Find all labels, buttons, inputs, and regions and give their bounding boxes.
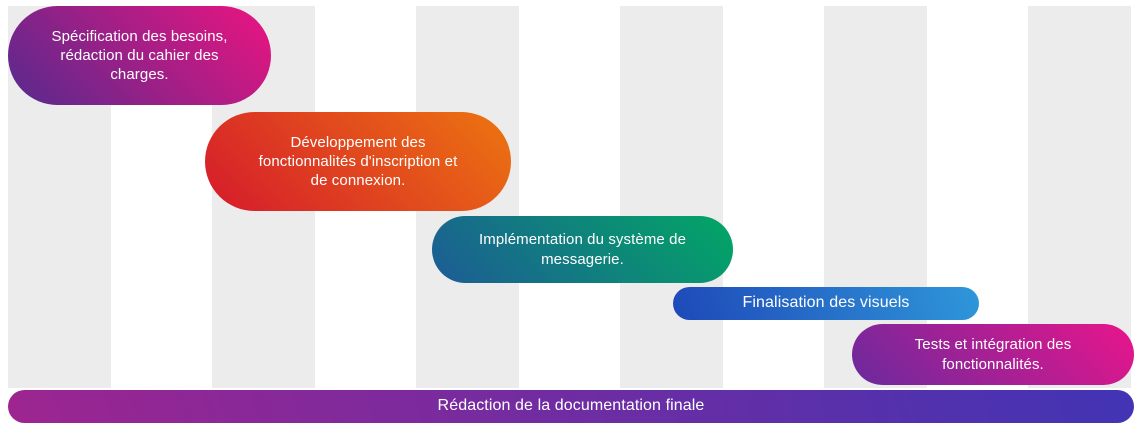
task-label-tests: Tests et intégration des fonctionnalités…	[914, 336, 1072, 373]
task-label-messagerie: Implémentation du système de messagerie.	[478, 231, 687, 268]
task-bar-tests: Tests et intégration des fonctionnalités…	[852, 324, 1134, 385]
task-bar-visuels: Finalisation des visuels	[673, 287, 979, 320]
task-label-documentation: Rédaction de la documentation finale	[437, 397, 705, 415]
task-bar-developpement: Développement des fonctionnalités d'insc…	[205, 112, 511, 211]
task-label-developpement: Développement des fonctionnalités d'insc…	[258, 133, 458, 190]
task-bar-messagerie: Implémentation du système de messagerie.	[432, 216, 733, 283]
task-bar-documentation: Rédaction de la documentation finale	[8, 390, 1134, 423]
task-bar-specification: Spécification des besoins, rédaction du …	[8, 6, 271, 105]
timeline-column-stripe	[620, 6, 723, 388]
task-label-specification: Spécification des besoins, rédaction du …	[51, 27, 228, 84]
task-label-visuels: Finalisation des visuels	[742, 294, 910, 312]
